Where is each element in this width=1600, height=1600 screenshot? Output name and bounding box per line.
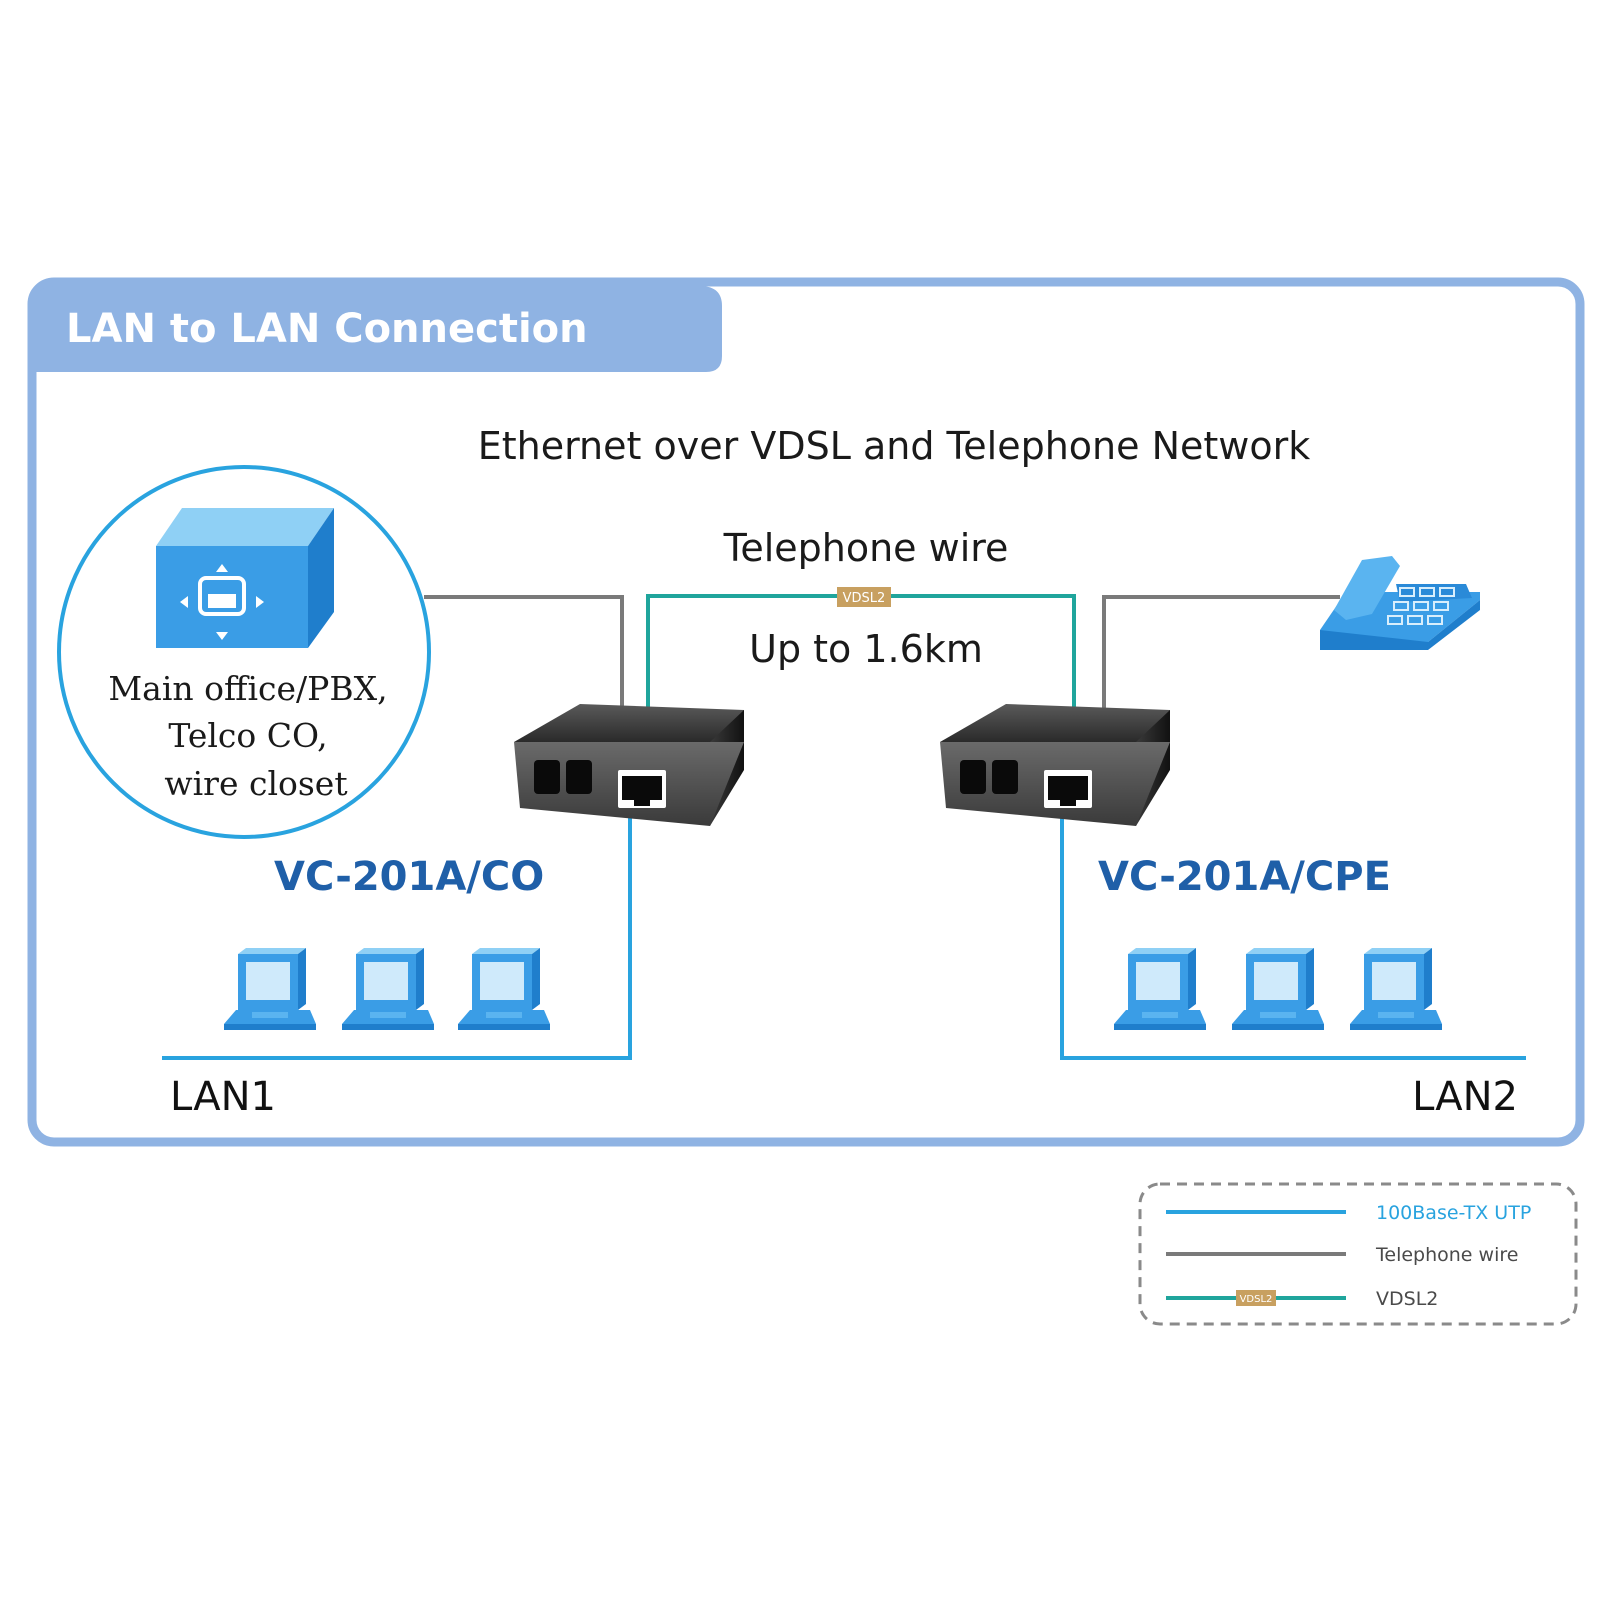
site-label-line-2: Telco CO, (168, 716, 327, 755)
site-label-line-1: Main office/PBX, (108, 669, 387, 708)
legend-box (1138, 1182, 1578, 1326)
telephone-wire-label: Telephone wire (723, 526, 1009, 570)
lan1-computers (224, 948, 550, 1030)
legend-vdsl2-tag-label: VDSL2 (1240, 1294, 1273, 1305)
lan1-label: LAN1 (170, 1074, 276, 1120)
diagram-frame (27, 277, 1585, 1147)
vdsl2-tag-label: VDSL2 (843, 591, 886, 606)
utp-lan2 (1060, 816, 1526, 1060)
telephone-wire-co (424, 595, 624, 716)
telephone-icon (1320, 556, 1480, 650)
diagram-subtitle: Ethernet over VDSL and Telephone Network (478, 424, 1311, 468)
computer-icon (1350, 948, 1442, 1030)
vdsl2-tag (837, 587, 891, 607)
co-device-icon (514, 704, 744, 826)
legend-vdsl2-tag (1236, 1290, 1276, 1306)
computer-icon (342, 948, 434, 1030)
computer-icon (1114, 948, 1206, 1030)
legend-vdsl2-label: VDSL2 (1376, 1288, 1438, 1310)
pbx-cube-icon (156, 508, 334, 648)
computer-icon (458, 948, 550, 1030)
title-tab (36, 286, 722, 372)
site-label-line-3: wire closet (164, 764, 347, 803)
lan2-computers (1114, 948, 1442, 1030)
lan2-label: LAN2 (1412, 1074, 1518, 1120)
utp-lan1 (162, 816, 632, 1060)
telephone-wire-cpe (1102, 595, 1340, 716)
cpe-device-icon (940, 704, 1170, 826)
diagram-title: LAN to LAN Connection (66, 306, 588, 352)
computer-icon (1232, 948, 1324, 1030)
legend-utp-label: 100Base-TX UTP (1376, 1202, 1531, 1224)
computer-icon (224, 948, 316, 1030)
site-circle (57, 465, 431, 839)
distance-label: Up to 1.6km (749, 627, 983, 671)
co-model-label: VC-201A/CO (274, 854, 544, 900)
cpe-model-label: VC-201A/CPE (1098, 854, 1391, 900)
legend-telephone-label: Telephone wire (1375, 1244, 1518, 1266)
